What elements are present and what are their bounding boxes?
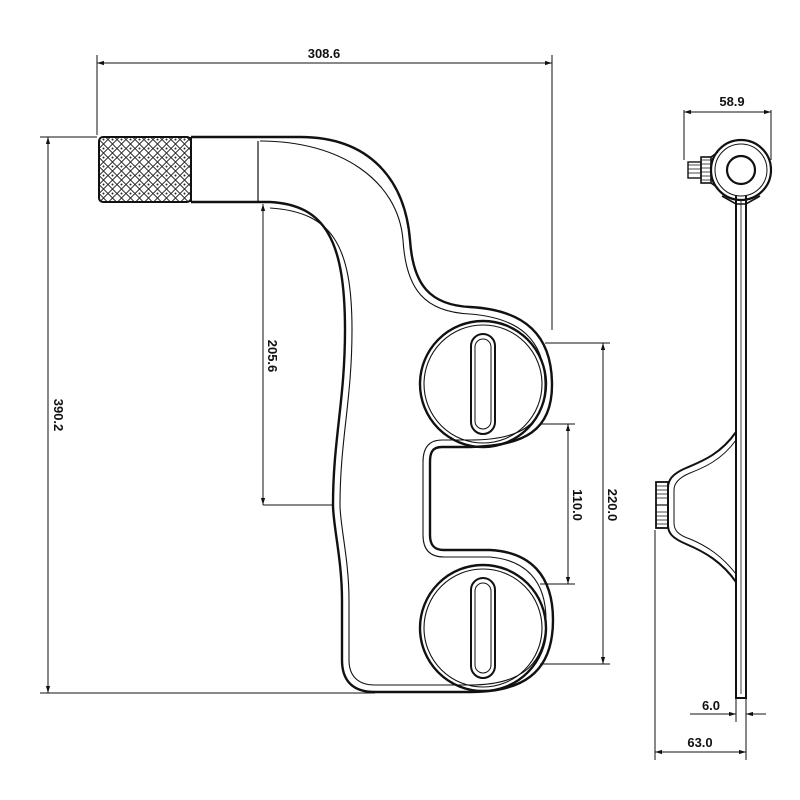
- bottom-knob: [418, 563, 548, 693]
- side-view: 58.9 6.0 63.0: [654, 94, 773, 760]
- dim-plate-thickness: 6.0: [690, 698, 766, 722]
- top-knob: [418, 319, 548, 449]
- plate-thickness-label: 6.0: [702, 698, 720, 713]
- knob-spacing-label: 110.0: [570, 489, 585, 521]
- side-width-label: 58.9: [719, 94, 744, 109]
- body-inner-outline: [259, 140, 547, 686]
- front-view: 308.6 390.2 205.6 110.0 220.0: [40, 46, 620, 694]
- overall-height-label: 390.2: [51, 399, 66, 432]
- overall-width-label: 308.6: [308, 46, 341, 61]
- body-outline: [191, 135, 555, 694]
- arm-drop-label: 205.6: [265, 340, 280, 373]
- dim-knob-spacing: 110.0: [540, 423, 585, 585]
- dim-overall-width: 308.6: [96, 46, 553, 330]
- dim-overall-height: 390.2: [40, 136, 375, 694]
- side-top-connector: [687, 138, 773, 205]
- dim-side-depth: 63.0: [654, 530, 747, 760]
- dim-body-height: 220.0: [540, 342, 620, 665]
- dim-side-width: 58.9: [683, 94, 772, 160]
- side-plate: [735, 196, 747, 699]
- knurled-connector: [98, 136, 192, 203]
- dim-arm-drop: 205.6: [260, 204, 333, 506]
- side-nozzle-body: [655, 431, 737, 583]
- side-depth-label: 63.0: [687, 735, 712, 750]
- body-height-label: 220.0: [605, 489, 620, 522]
